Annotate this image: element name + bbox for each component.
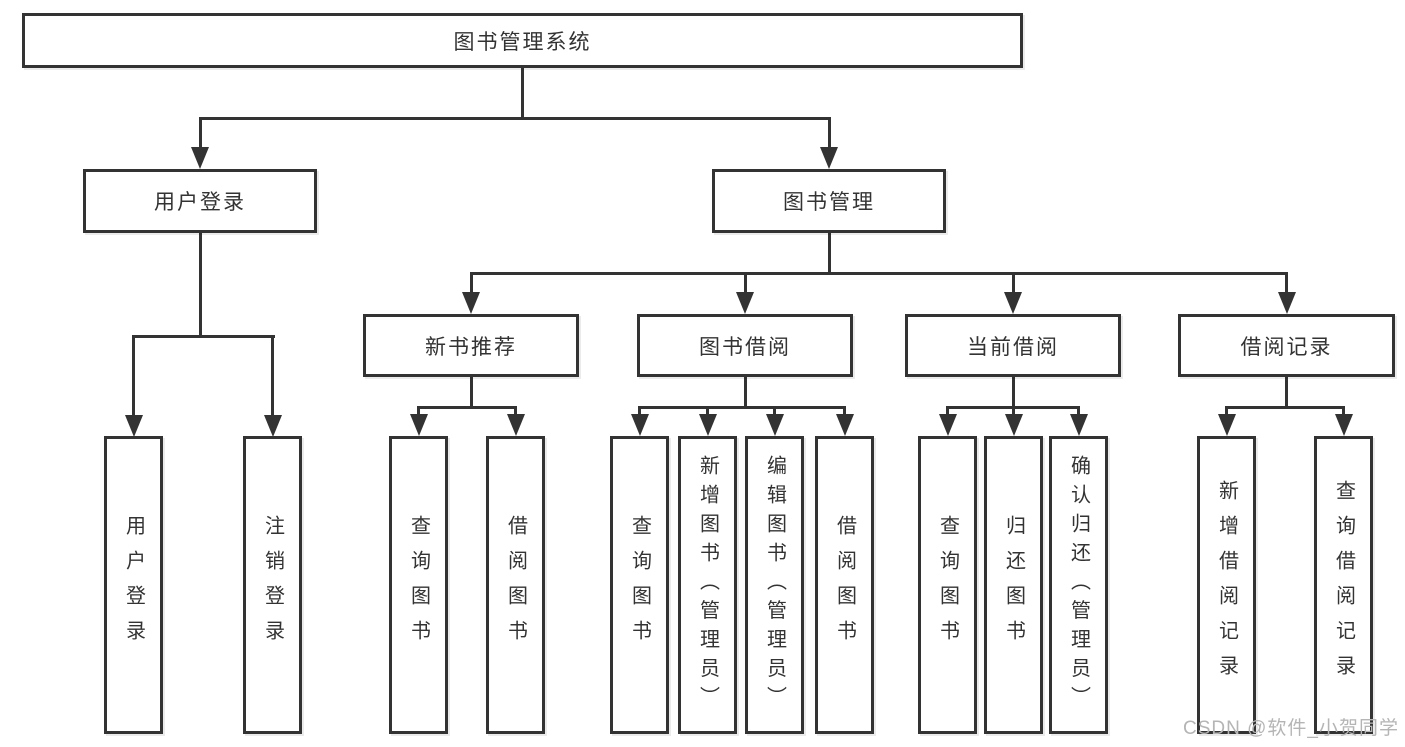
connector-line — [417, 406, 420, 415]
node-label: 借阅记录 — [1240, 335, 1333, 359]
connector-line — [469, 272, 473, 293]
leaf-label: 查询图书 — [628, 515, 651, 655]
node-book-management: 图书管理 — [712, 169, 946, 233]
arrow-down-icon — [1004, 414, 1023, 436]
leaf-user-login: 用户登录 — [104, 436, 163, 734]
leaf-label: 编辑图书（管理员） — [763, 455, 786, 715]
leaf-query-books-borrowing: 查询图书 — [610, 436, 669, 734]
connector-line — [1012, 406, 1015, 415]
leaf-borrow-books-recommend: 借阅图书 — [486, 436, 545, 734]
connector-line — [706, 406, 709, 415]
connector-line — [1285, 272, 1288, 293]
arrow-down-icon — [835, 414, 854, 436]
arrow-down-icon — [630, 414, 649, 436]
connector-line — [1011, 272, 1015, 293]
connector-line — [514, 406, 517, 415]
node-label: 当前借阅 — [967, 335, 1059, 359]
connector-line — [520, 68, 524, 120]
connector-line — [1285, 377, 1288, 407]
connector-line — [198, 233, 202, 336]
connector-line — [773, 406, 776, 415]
connector-line — [469, 272, 1288, 275]
leaf-label: 用户登录 — [122, 515, 145, 655]
connector-line — [469, 377, 473, 407]
connector-line — [1225, 406, 1345, 409]
connector-line — [946, 406, 949, 415]
leaf-return-books: 归还图书 — [984, 436, 1043, 734]
node-current-borrowing: 当前借阅 — [905, 314, 1121, 377]
node-label: 用户登录 — [154, 191, 246, 214]
connector-line — [132, 335, 275, 338]
leaf-add-books-admin: 新增图书（管理员） — [678, 436, 737, 734]
connector-line — [417, 406, 517, 409]
arrow-down-icon — [1069, 414, 1088, 436]
leaf-label: 借阅图书 — [833, 515, 856, 655]
connector-line — [1077, 406, 1080, 415]
arrow-down-icon — [765, 414, 784, 436]
leaf-logout: 注销登录 — [243, 436, 302, 734]
leaf-label: 新增图书（管理员） — [696, 455, 719, 715]
arrow-down-icon — [191, 147, 209, 169]
arrow-down-icon — [1217, 414, 1236, 436]
arrow-down-icon — [1004, 292, 1022, 314]
connector-line — [198, 117, 202, 147]
arrow-down-icon — [820, 147, 838, 169]
node-label: 新书推荐 — [425, 335, 517, 359]
leaf-query-borrow-record: 查询借阅记录 — [1314, 436, 1373, 734]
connector-line — [271, 335, 274, 415]
connector-line — [827, 233, 831, 274]
leaf-label: 查询图书 — [936, 515, 959, 655]
connector-line — [743, 272, 747, 293]
node-book-borrowing: 图书借阅 — [637, 314, 853, 377]
arrow-down-icon — [124, 415, 143, 437]
node-label: 图书借阅 — [699, 335, 791, 359]
node-user-login: 用户登录 — [83, 169, 317, 233]
leaf-label: 确认归还（管理员） — [1067, 455, 1090, 715]
leaf-label: 归还图书 — [1002, 515, 1025, 655]
arrow-down-icon — [698, 414, 717, 436]
arrow-down-icon — [506, 414, 525, 436]
leaf-borrow-books: 借阅图书 — [815, 436, 874, 734]
connector-line — [1225, 406, 1228, 415]
arrow-down-icon — [409, 414, 428, 436]
watermark: CSDN @软件_小贺同学 — [1183, 718, 1399, 739]
connector-line — [638, 406, 641, 415]
connector-line — [743, 377, 747, 407]
arrow-down-icon — [1277, 292, 1296, 314]
leaf-label: 借阅图书 — [504, 515, 527, 655]
leaf-edit-books-admin: 编辑图书（管理员） — [745, 436, 804, 734]
leaf-add-borrow-record: 新增借阅记录 — [1197, 436, 1256, 734]
arrow-down-icon — [263, 415, 282, 437]
node-borrowing-records: 借阅记录 — [1178, 314, 1395, 377]
leaf-label: 新增借阅记录 — [1215, 480, 1238, 690]
connector-line — [1342, 406, 1345, 415]
connector-line — [638, 406, 846, 409]
connector-line — [827, 117, 831, 147]
leaf-label: 注销登录 — [261, 515, 284, 655]
node-label: 图书管理 — [783, 191, 875, 214]
connector-line — [132, 335, 135, 415]
arrow-down-icon — [462, 292, 480, 314]
leaf-query-books-current: 查询图书 — [918, 436, 977, 734]
node-label: 图书管理系统 — [453, 30, 592, 54]
leaf-label: 查询借阅记录 — [1332, 480, 1355, 690]
arrow-down-icon — [1334, 414, 1353, 436]
leaf-label: 查询图书 — [407, 515, 430, 655]
connector-line — [198, 117, 831, 120]
connector-line — [843, 406, 846, 415]
leaf-confirm-return-admin: 确认归还（管理员） — [1049, 436, 1108, 734]
leaf-query-books-recommend: 查询图书 — [389, 436, 448, 734]
node-new-book-recommendation: 新书推荐 — [363, 314, 579, 377]
node-library-system: 图书管理系统 — [22, 13, 1023, 68]
connector-line — [1011, 377, 1015, 407]
arrow-down-icon — [736, 292, 754, 314]
arrow-down-icon — [938, 414, 957, 436]
